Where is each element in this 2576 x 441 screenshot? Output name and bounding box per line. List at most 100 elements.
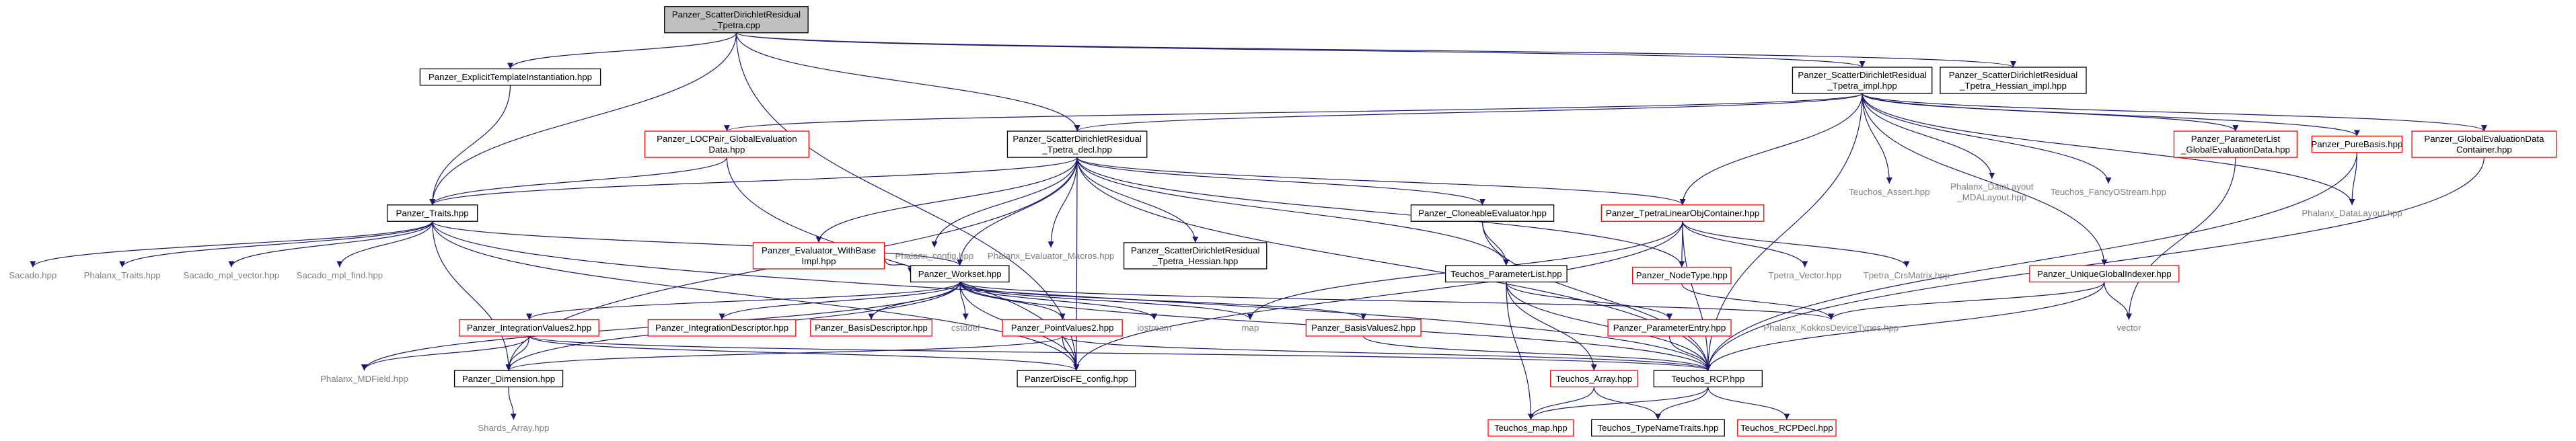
node-label: Panzer_BasisDescriptor.hpp: [815, 323, 928, 333]
node-phalanx-evaluator-macros-hpp[interactable]: Phalanx_Evaluator_Macros.hpp: [986, 247, 1116, 264]
node-box: [1653, 370, 1763, 388]
node-box: [2311, 135, 2403, 153]
edge-n2-n19: [1862, 93, 2355, 205]
node-teuchos-rcp-hpp[interactable]: Teuchos_RCP.hpp: [1653, 370, 1763, 388]
node-panzer-tpetralinearobjcontainer-hpp[interactable]: Panzer_TpetraLinearObjContainer.hpp: [1600, 204, 1765, 222]
node-map[interactable]: map: [1235, 320, 1265, 336]
node-teuchos-assert-hpp[interactable]: Teuchos_Assert.hpp: [1844, 184, 1934, 200]
node-tpetra-crsmatrix-hpp[interactable]: Tpetra_CrsMatrix.hpp: [1857, 268, 1956, 284]
node-sacado-hpp[interactable]: Sacado.hpp: [0, 268, 66, 284]
edge-n5-n25: [1076, 157, 1510, 266]
node-panzer-scatterdirichletresidual-tpetra-decl-hpp[interactable]: Panzer_ScatterDirichletResidual_Tpetra_d…: [1006, 130, 1148, 158]
node-panzer-basisvalues2-hpp[interactable]: Panzer_BasisValues2.hpp: [1305, 319, 1422, 337]
node-panzer-workset-hpp[interactable]: Panzer_Workset.hpp: [910, 265, 1010, 283]
node-panzer-traits-hpp[interactable]: Panzer_Traits.hpp: [386, 204, 478, 222]
node-panzer-integrationdescriptor-hpp[interactable]: Panzer_IntegrationDescriptor.hpp: [647, 319, 797, 337]
edge-n17-n45: [1481, 221, 1712, 371]
node-teuchos-array-hpp[interactable]: Teuchos_Array.hpp: [1550, 370, 1638, 388]
edge-n5-n14: [931, 157, 1078, 248]
edge-n4-n12: [429, 157, 728, 206]
node-panzer-parameterlist-globalevaluationdata-hpp[interactable]: Panzer_ParameterList_GlobalEvaluationDat…: [2173, 130, 2298, 158]
node-label: Panzer_LOCPair_GlobalEvaluation: [657, 134, 797, 144]
edge-n0-n5: [735, 32, 1080, 132]
node-shards-array-hpp[interactable]: Shards_Array.hpp: [474, 419, 553, 436]
node-label: Panzer_PureBasis.hpp: [2311, 139, 2402, 149]
edge-n5-n16: [1076, 157, 1199, 243]
node-panzer-cloneableevaluator-hpp[interactable]: Panzer_CloneableEvaluator.hpp: [1410, 204, 1555, 222]
node-phalanx-kokkosdevicetypes-hpp[interactable]: Phalanx_KokkosDeviceTypes.hpp: [1762, 320, 1900, 336]
node-panzerdiscfe-config-hpp[interactable]: PanzerDiscFE_config.hpp: [1017, 370, 1136, 388]
node-label: _Tpetra_Hessian.hpp: [1152, 256, 1238, 266]
node-teuchos-map-hpp[interactable]: Teuchos_map.hpp: [1487, 419, 1574, 437]
edge-n0-n3: [735, 32, 2016, 68]
edge-n2-n5: [1074, 93, 1863, 132]
node-panzer-locpair-globalevaluationdata-hpp[interactable]: Panzer_LOCPair_GlobalEvaluationData.hpp: [644, 130, 810, 158]
node-teuchos-rcpdecl-hpp[interactable]: Teuchos_RCPDecl.hpp: [1737, 419, 1837, 437]
node-label: Panzer_Workset.hpp: [918, 269, 1002, 279]
node-panzer-parameterentry-hpp[interactable]: Panzer_ParameterEntry.hpp: [1607, 319, 1732, 337]
node-phalanx-mdfield-hpp[interactable]: Phalanx_MDField.hpp: [318, 370, 410, 387]
node-box: [419, 68, 601, 86]
node-label: _MDALayout.hpp: [1956, 192, 2026, 202]
node-panzer-scatterdirichletresidual-tpetra-hessian-impl-hpp[interactable]: Panzer_ScatterDirichletResidual_Tpetra_H…: [1940, 67, 2087, 94]
edge-n26-n39: [1681, 283, 1835, 320]
edge-n18-n45: [1682, 221, 1712, 371]
edge-n5-n15: [1047, 157, 1078, 248]
node-phalanx-datalayout-hpp[interactable]: Phalanx_DataLayout.hpp: [2302, 205, 2402, 221]
node-vector[interactable]: vector: [2105, 320, 2153, 336]
node-box: [1017, 370, 1136, 388]
node-label: PanzerDiscFE_config.hpp: [1025, 374, 1128, 384]
node-label: Sacado.hpp: [9, 270, 57, 280]
node-panzer-purebasis-hpp[interactable]: Panzer_PureBasis.hpp: [2311, 135, 2403, 153]
edge-n5-n18: [1076, 157, 1686, 206]
edge-n0-n12: [429, 32, 737, 205]
node-panzer-basisdescriptor-hpp[interactable]: Panzer_BasisDescriptor.hpp: [810, 319, 932, 337]
node-label: _Tpetra_Hessian_impl.hpp: [1959, 81, 2067, 91]
node-label: Teuchos_RCPDecl.hpp: [1740, 423, 1833, 433]
node-phalanx-datalayout-mdalayout-hpp[interactable]: Phalanx_DataLayout_MDALayout.hpp: [1943, 179, 2041, 205]
node-panzer-explicittemplateinstantiation-hpp[interactable]: Panzer_ExplicitTemplateInstantiation.hpp: [419, 68, 601, 86]
node-panzer-scatterdirichletresidual-tpetra-cpp[interactable]: Panzer_ScatterDirichletResidual_Tpetra.c…: [664, 6, 809, 34]
node-sacado-mpl-vector-hpp[interactable]: Sacado_mpl_vector.hpp: [179, 268, 284, 284]
edge-n18-n43: [1073, 221, 1683, 371]
edge-n24-n36: [959, 282, 1253, 320]
node-tpetra-vector-hpp[interactable]: Tpetra_Vector.hpp: [1762, 268, 1847, 284]
edge-n25-n38: [1506, 282, 1672, 320]
edge-n30-n42: [505, 335, 530, 371]
node-box: [1591, 419, 1725, 437]
node-panzer-dimension-hpp[interactable]: Panzer_Dimension.hpp: [453, 370, 564, 388]
node-box: [459, 319, 599, 337]
edge-n5-n43: [1073, 157, 1080, 371]
node-panzer-integrationvalues2-hpp[interactable]: Panzer_IntegrationValues2.hpp: [459, 319, 599, 337]
node-box: [453, 370, 564, 388]
edge-layer: [30, 32, 2487, 420]
node-box: [1006, 130, 1148, 158]
edge-n44-n47: [1527, 387, 1594, 420]
node-panzer-uniqueglobalindexer-hpp[interactable]: Panzer_UniqueGlobalIndexer.hpp: [2029, 265, 2180, 283]
node-teuchos-fancyostream-hpp[interactable]: Teuchos_FancyOStream.hpp: [2049, 184, 2168, 200]
node-teuchos-typenametraits-hpp[interactable]: Teuchos_TypeNameTraits.hpp: [1591, 419, 1725, 437]
node-label: Impl.hpp: [801, 256, 836, 266]
node-label: Panzer_GlobalEvaluationData: [2424, 134, 2544, 144]
node-cstddef[interactable]: cstddef: [942, 320, 990, 336]
node-phalanx-config-hpp[interactable]: Phalanx_config.hpp: [891, 247, 978, 264]
node-panzer-nodetype-hpp[interactable]: Panzer_NodeType.hpp: [1632, 266, 1732, 284]
node-panzer-scatterdirichletresidual-tpetra-impl-hpp[interactable]: Panzer_ScatterDirichletResidual_Tpetra_i…: [1792, 67, 1933, 94]
node-teuchos-parameterlist-hpp[interactable]: Teuchos_ParameterList.hpp: [1444, 265, 1568, 283]
edge-n24-n34: [959, 282, 1066, 320]
edge-n5-n12: [429, 157, 1078, 206]
node-label: Teuchos_TypeNameTraits.hpp: [1598, 423, 1719, 433]
node-iostream[interactable]: iostream: [1130, 320, 1178, 336]
node-label: Panzer_ScatterDirichletResidual: [1013, 134, 1141, 144]
edge-n30-n45: [528, 335, 1711, 371]
node-panzer-pointvalues2-hpp[interactable]: Panzer_PointValues2.hpp: [1002, 319, 1123, 337]
node-phalanx-traits-hpp[interactable]: Phalanx_Traits.hpp: [75, 268, 169, 284]
node-panzer-scatterdirichletresidual-tpetra-hessian-hpp[interactable]: Panzer_ScatterDirichletResidual_Tpetra_H…: [1123, 242, 1267, 270]
node-box: [1487, 419, 1574, 437]
node-label: _Tpetra.cpp: [712, 20, 760, 30]
node-box: [2173, 130, 2298, 158]
edge-n2-n7: [1862, 93, 1995, 179]
node-sacado-mpl-find-hpp[interactable]: Sacado_mpl_find.hpp: [294, 268, 386, 284]
